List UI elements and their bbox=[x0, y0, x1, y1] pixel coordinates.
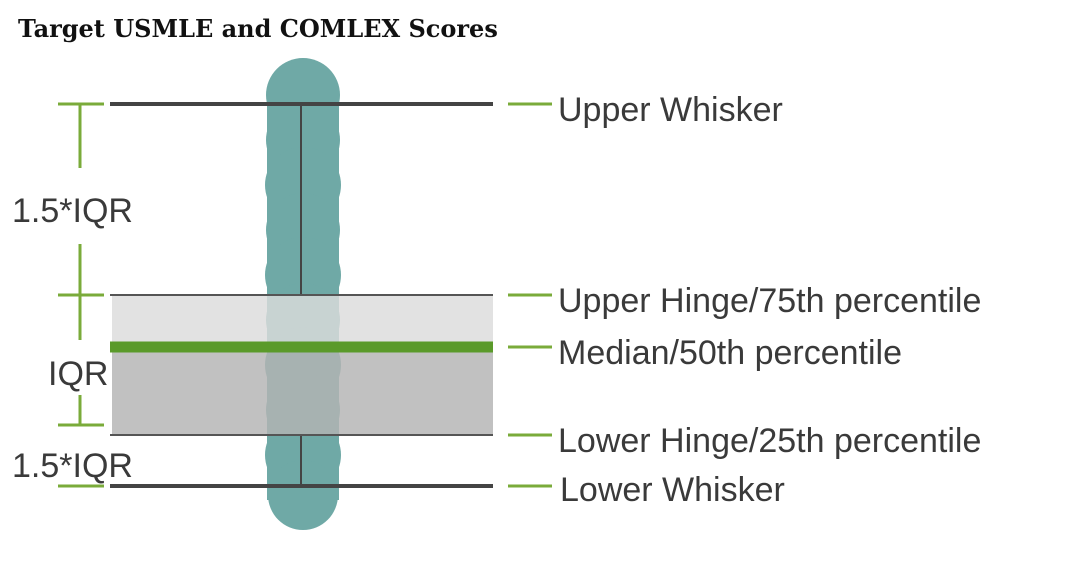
label-upper-hinge: Upper Hinge/75th percentile bbox=[558, 282, 981, 320]
label-median: Median/50th percentile bbox=[558, 334, 902, 372]
label-iqr: IQR bbox=[48, 355, 108, 393]
label-lower-hinge: Lower Hinge/25th percentile bbox=[558, 422, 981, 460]
label-upper-whisker: Upper Whisker bbox=[558, 91, 783, 129]
label-lower-whisker: Lower Whisker bbox=[560, 471, 785, 509]
diagram-title: Target USMLE and COMLEX Scores bbox=[18, 14, 498, 43]
box-upper-half bbox=[112, 295, 493, 347]
leader-lines bbox=[508, 102, 552, 488]
range-bracket bbox=[58, 102, 104, 488]
box-lower-half bbox=[112, 347, 493, 435]
label-lower-range: 1.5*IQR bbox=[12, 447, 133, 485]
label-upper-range: 1.5*IQR bbox=[12, 192, 133, 230]
